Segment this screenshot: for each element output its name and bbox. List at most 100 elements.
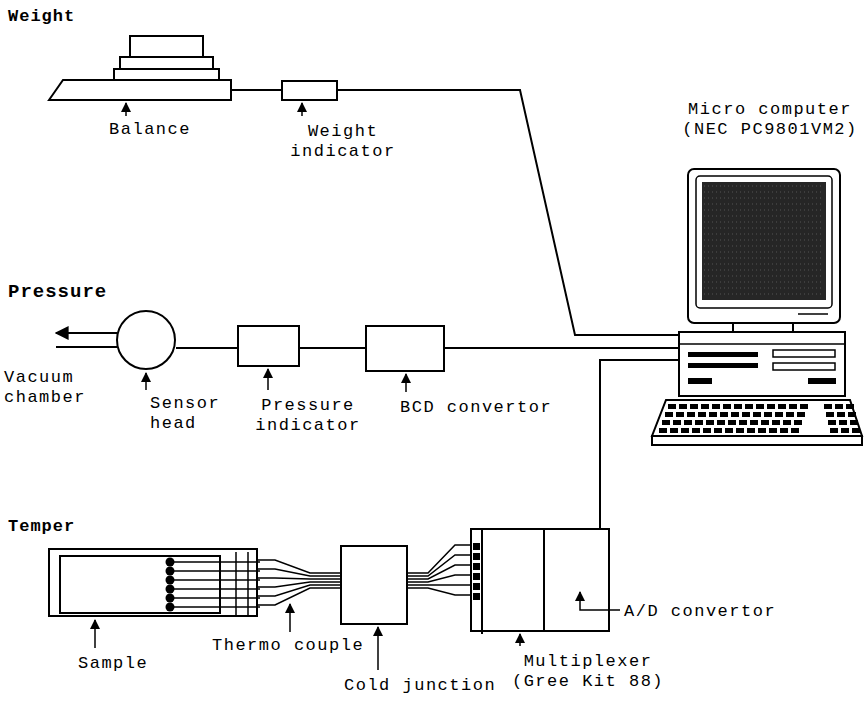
sensor-circle — [117, 311, 175, 369]
screen-texture — [704, 198, 824, 199]
keyboard-key — [668, 404, 676, 409]
keyboard-key — [670, 428, 678, 433]
keypad-key — [826, 412, 834, 417]
cpu-button — [688, 378, 712, 384]
monitor-screen — [702, 182, 826, 300]
cpu-line — [679, 343, 845, 345]
thermocouple-lead — [170, 570, 260, 572]
keyboard-top — [652, 400, 862, 436]
screen-texture — [704, 288, 824, 289]
section-heading: Weight — [8, 6, 75, 28]
screen-texture — [704, 276, 824, 277]
screen-texture — [704, 294, 824, 295]
keyboard-key — [692, 428, 700, 433]
leader-line — [267, 369, 269, 390]
keyboard-key — [767, 404, 775, 409]
keyboard-key — [780, 428, 788, 433]
keyboard-key — [706, 420, 714, 425]
connector-pin — [473, 593, 480, 600]
screen-texture — [704, 222, 824, 223]
monitor-case — [688, 169, 840, 323]
connector-pin — [473, 543, 480, 550]
keypad-key — [850, 420, 858, 425]
screen-texture — [704, 252, 824, 253]
screen-texture — [704, 210, 824, 211]
section-heading: Temper — [8, 516, 75, 538]
balance-pan — [120, 57, 213, 69]
connector-pin — [473, 563, 480, 570]
thermocouple-dot — [166, 576, 175, 585]
keypad-key — [828, 420, 836, 425]
leader-line — [580, 592, 620, 610]
thermocouple-dot — [166, 594, 175, 603]
keyboard-key — [717, 420, 725, 425]
keyboard-key — [673, 420, 681, 425]
keypad-key — [830, 428, 838, 433]
circle-drawing — [116, 310, 176, 370]
keyboard-key — [772, 420, 780, 425]
keyboard-key — [786, 412, 794, 417]
keyboard-key — [745, 404, 753, 409]
cpu-vent — [688, 363, 758, 368]
keyboard-key — [758, 428, 766, 433]
keyboard-key — [778, 404, 786, 409]
balance-weight — [130, 36, 203, 57]
keypad-key — [841, 428, 849, 433]
part-label: Thermo couple — [212, 636, 372, 656]
thermocouple-dot — [166, 567, 175, 576]
connector — [408, 545, 470, 595]
connector-line — [258, 585, 340, 596]
balance-base — [49, 80, 231, 100]
keyboard-key — [687, 412, 695, 417]
leader-line — [377, 627, 379, 670]
keyboard-key — [723, 404, 731, 409]
panel-line — [481, 530, 483, 634]
screen-texture — [704, 246, 824, 247]
keyboard-key — [742, 412, 750, 417]
leader-line — [301, 103, 303, 116]
connector — [176, 348, 237, 349]
computer-drawing — [678, 168, 848, 398]
balance-node: Balance — [48, 35, 232, 102]
part-label: BCD convertor — [400, 398, 560, 418]
keyboard-key — [695, 420, 703, 425]
screen-texture — [704, 186, 824, 187]
keyboard-key — [775, 412, 783, 417]
balance-drawing — [48, 35, 232, 102]
keyboard-key — [756, 404, 764, 409]
part-label: Balance — [100, 120, 200, 140]
part-label: Vacuum chamber — [4, 368, 92, 408]
frame-line — [247, 552, 249, 617]
connector — [258, 560, 340, 605]
screen-texture — [704, 258, 824, 259]
connector-line — [408, 588, 470, 595]
keyboard-key — [739, 420, 747, 425]
connector-line — [300, 347, 365, 349]
connector-pin — [473, 573, 480, 580]
thermocouple-lead — [170, 579, 260, 581]
screen-texture — [704, 216, 824, 217]
keyboard-key — [769, 428, 777, 433]
keyboard-key — [703, 428, 711, 433]
frame-line — [235, 552, 237, 617]
monitor-stand — [733, 323, 793, 332]
screen-texture — [704, 240, 824, 241]
part-label: Sample — [78, 654, 168, 674]
disk-slot — [773, 363, 835, 370]
keypad-key — [848, 412, 856, 417]
keypad-key — [837, 412, 845, 417]
mux-drawing — [472, 530, 547, 634]
screen-texture — [704, 282, 824, 283]
adc-box: A/D convertor — [545, 528, 610, 632]
thermocouple-dot — [166, 558, 175, 567]
section-heading: Pressure — [8, 281, 107, 303]
keyboard-key — [665, 412, 673, 417]
keyboard-key — [690, 404, 698, 409]
connector-pin — [473, 553, 480, 560]
leader-line — [145, 373, 147, 390]
keyboard-key — [761, 420, 769, 425]
thermocouple-lead — [170, 597, 260, 599]
leader-line — [405, 374, 407, 392]
part-label: Pressure indicator — [250, 396, 366, 436]
